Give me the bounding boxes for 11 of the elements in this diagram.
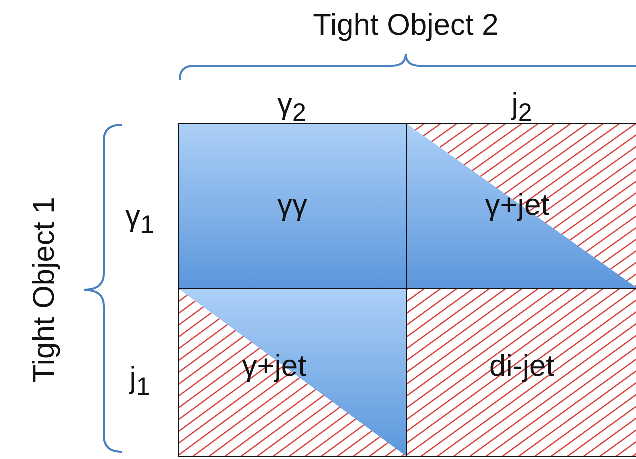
matrix-cell bbox=[406, 288, 636, 457]
column-header: j$_{2}$ bbox=[512, 90, 532, 126]
cell-label: γγ bbox=[278, 191, 308, 221]
matrix-cell bbox=[178, 288, 407, 457]
axis-title: Tight Object 2 bbox=[313, 11, 499, 41]
matrix-cell bbox=[178, 123, 407, 289]
matrix-cell bbox=[406, 123, 636, 289]
row-header: γ$_{1}$ bbox=[126, 202, 154, 238]
column-header: γ$_{2}$ bbox=[278, 90, 306, 126]
row-header: j$_{1}$ bbox=[130, 364, 150, 400]
axis-title: Tight Object 1 bbox=[30, 197, 60, 383]
